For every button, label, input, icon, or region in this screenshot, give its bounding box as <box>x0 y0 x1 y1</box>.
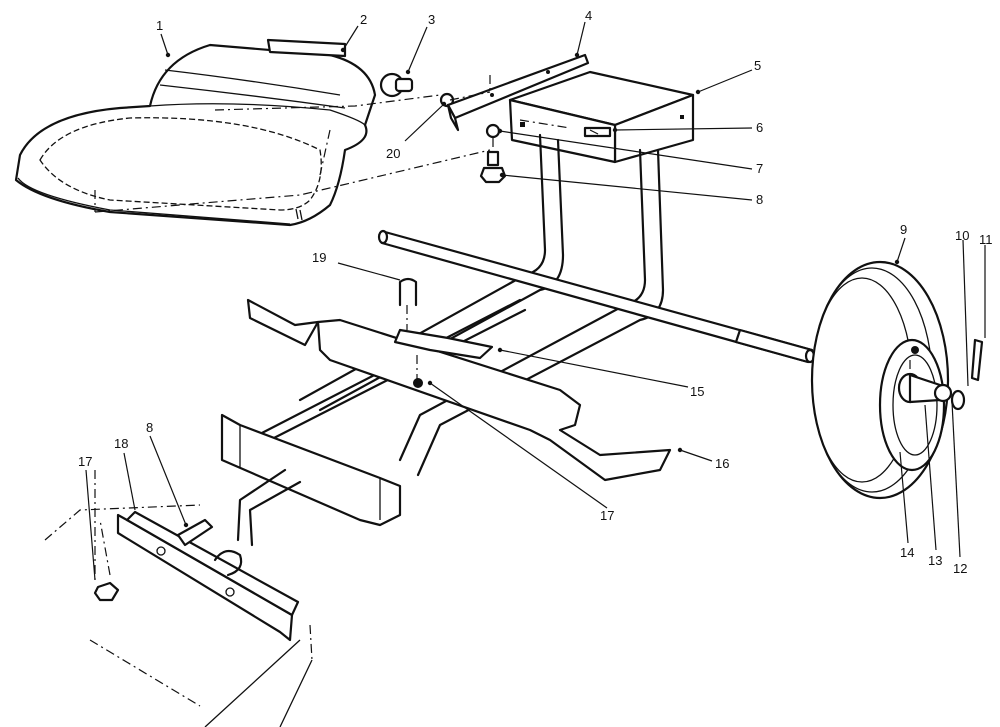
callout-9: 9 <box>900 222 907 237</box>
nut-17-frame <box>413 378 423 388</box>
u-bolt-19 <box>398 277 418 307</box>
bolt-8-lower <box>176 518 214 547</box>
foot-rest-16 <box>246 298 672 482</box>
callout-1: 1 <box>156 18 163 33</box>
alignment-lines <box>94 75 911 583</box>
callout-10: 10 <box>955 228 969 243</box>
callout-19: 19 <box>312 250 326 265</box>
nut-8-upper <box>479 166 507 184</box>
callout-16: 16 <box>715 456 729 471</box>
callout-12: 12 <box>953 561 967 576</box>
callout-4: 4 <box>585 8 592 23</box>
callout-7: 7 <box>756 161 763 176</box>
tow-hitch <box>236 468 302 547</box>
front-bumper <box>220 413 402 527</box>
callout-8-lower: 8 <box>146 420 153 435</box>
leader-dots <box>165 47 900 528</box>
seat-plate <box>446 53 590 132</box>
callout-6: 6 <box>756 120 763 135</box>
callout-17-lower: 17 <box>78 454 92 469</box>
plate-15 <box>393 328 494 360</box>
callout-17-frame: 17 <box>600 508 614 523</box>
seat-back-bracket <box>266 38 347 58</box>
knob <box>379 72 414 98</box>
callout-15: 15 <box>690 384 704 399</box>
callout-5: 5 <box>754 58 761 73</box>
bolt-8-upper <box>486 150 500 167</box>
nut-17-lower <box>93 581 120 602</box>
callout-3: 3 <box>428 12 435 27</box>
lock-washer-7 <box>485 123 501 139</box>
callout-18: 18 <box>114 436 128 451</box>
hitch-bracket-18 <box>116 510 300 642</box>
callout-8-upper: 8 <box>756 192 763 207</box>
rear-axle <box>377 229 816 364</box>
callout-11: 11 <box>979 232 993 247</box>
callout-labels: 1 2 3 4 5 6 7 8 9 10 11 12 13 14 15 16 1… <box>78 8 993 576</box>
seat <box>14 43 377 227</box>
callout-14: 14 <box>900 545 914 560</box>
callout-13: 13 <box>928 553 942 568</box>
deck-outline <box>44 504 313 727</box>
callout-20: 20 <box>386 146 400 161</box>
callout-2: 2 <box>360 12 367 27</box>
wheel-9 <box>810 260 966 500</box>
bolt-6 <box>583 126 612 138</box>
cotter-pin-11 <box>970 338 984 382</box>
leader-lines <box>85 21 986 581</box>
seat-support-box <box>508 70 695 164</box>
